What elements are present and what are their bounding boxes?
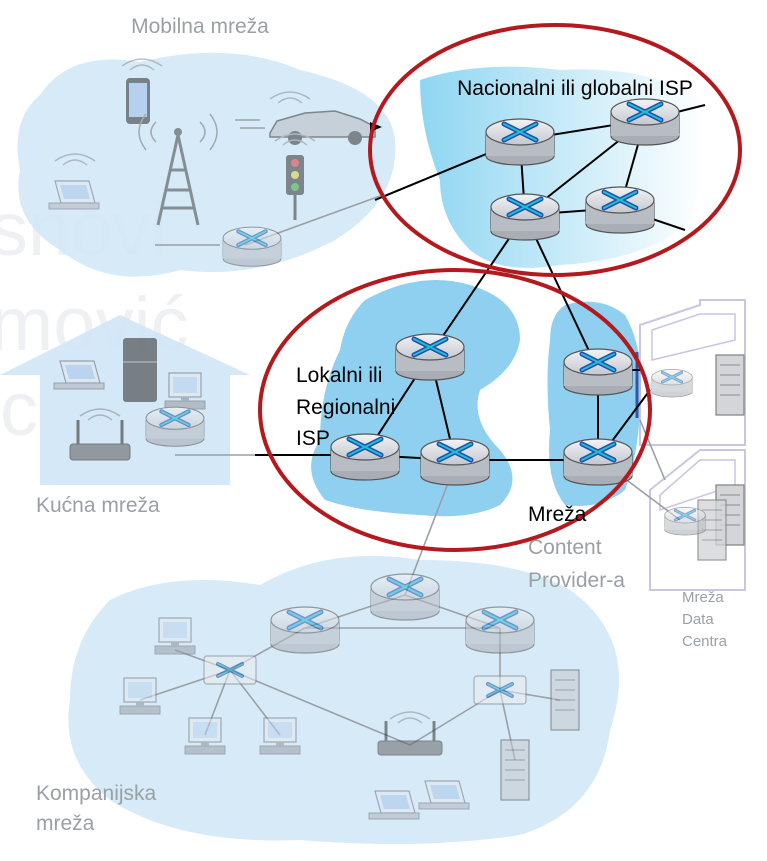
- datacenter-label-line-2: Data: [682, 611, 714, 628]
- enterprise-server-2: [500, 739, 530, 801]
- national-router-2: [611, 99, 679, 145]
- mobile-router: [223, 227, 281, 266]
- home-network-label: Kućna mreža: [36, 494, 160, 517]
- enterprise-pc-3: [184, 717, 226, 755]
- content-provider-label-line-3: Provider-a: [528, 569, 625, 592]
- national-router-3: [491, 194, 559, 240]
- mobile-network-label: Mobilna mreža: [131, 15, 269, 38]
- home-router: [146, 407, 204, 446]
- content-router-2: [564, 439, 632, 485]
- desktop-icon-home: [164, 372, 206, 410]
- content-provider-label-line-2: Content: [528, 536, 602, 559]
- enterprise-label-line-2: mreža: [36, 812, 95, 835]
- enterprise-wifi-ap: [377, 711, 443, 756]
- national-isp-highlight: [368, 23, 742, 277]
- national-router-4: [586, 187, 654, 233]
- traffic-light-icon: [274, 133, 316, 220]
- regional-isp-label-line-1: Lokalni ili: [296, 364, 382, 387]
- enterprise-pc-4: [259, 717, 301, 755]
- enterprise-switch-left: [202, 654, 258, 686]
- home-network-devices: [53, 338, 206, 461]
- datacenter-label-line-1: Mreža: [682, 589, 724, 606]
- refrigerator-icon: [123, 338, 157, 402]
- datacenter-network: [635, 299, 746, 591]
- enterprise-router-left: [271, 607, 339, 653]
- enterprise-switch-right: [472, 674, 528, 706]
- content-provider-label-line-1: Mreža: [528, 503, 587, 526]
- enterprise-router-right: [466, 607, 534, 653]
- regional-isp-label-line-3: ISP: [296, 427, 330, 450]
- smartphone-icon: [121, 58, 163, 124]
- regional-router-2: [331, 434, 399, 480]
- wifi-router-icon: [69, 408, 131, 461]
- enterprise-label-line-1: Kompanijska: [36, 782, 157, 805]
- national-router-1: [486, 119, 554, 165]
- regional-router-1: [396, 334, 464, 380]
- mobile-network-cloud: [17, 52, 396, 277]
- enterprise-router-top: [371, 574, 439, 620]
- national-isp-label: Nacionalni ili globalni ISP: [457, 77, 693, 100]
- car-icon: [235, 91, 376, 145]
- datacenter-router-2: [663, 505, 707, 537]
- datacenter-label-line-3: Centra: [682, 633, 728, 650]
- enterprise-server-1: [550, 669, 580, 731]
- regional-isp-label-line-2: Regionalni: [296, 396, 395, 419]
- mobile-network-devices: [48, 58, 376, 266]
- enterprise-network-devices: [119, 574, 580, 820]
- regional-isp-highlight: [258, 268, 652, 552]
- enterprise-pc-2: [119, 677, 161, 715]
- watermark-line-3: c: [0, 367, 38, 452]
- datacenter-router-1: [650, 367, 694, 399]
- regional-router-3: [421, 439, 489, 485]
- cell-tower-icon: [138, 113, 218, 226]
- enterprise-pc-1: [154, 617, 196, 655]
- content-router-1: [564, 349, 632, 395]
